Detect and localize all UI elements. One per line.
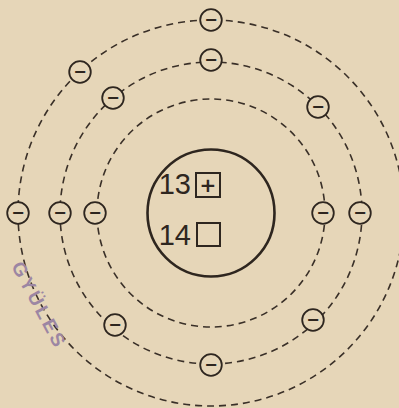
electron-sign: − [11,205,24,221]
proton-box: + [195,172,221,198]
nucleus: 13 14 + [146,148,276,278]
electron-sign: − [311,99,324,115]
electron-sign: − [204,52,217,68]
electron: − [68,60,92,84]
stamp-watermark: GYÜLES [7,258,72,353]
electron: − [348,201,372,225]
electron: − [103,313,127,337]
electron: − [306,95,330,119]
electron: − [199,353,223,377]
electron-sign: − [306,312,319,328]
electron-sign: − [88,205,101,221]
electron: − [311,201,335,225]
electron: − [101,86,125,110]
outer-shell [18,20,399,406]
electron-sign: − [106,90,119,106]
inner-shell [97,99,325,327]
electron: − [48,201,72,225]
electron: − [199,48,223,72]
electron-sign: − [204,357,217,373]
electron-sign: − [108,317,121,333]
electron-sign: − [316,205,329,221]
electron-sign: − [204,12,217,28]
middle-shell [60,62,362,364]
electron: − [83,201,107,225]
particle-count: 13 [159,170,191,199]
electron-sign: − [53,205,66,221]
neutron-box [197,223,220,246]
electron-sign: − [73,64,86,80]
particle-count: 14 [159,221,191,250]
nucleus-circle [146,148,276,278]
electron: − [6,201,30,225]
electron-sign: − [353,205,366,221]
electron: − [301,308,325,332]
plus-sign: + [200,175,217,195]
electron: − [199,8,223,32]
